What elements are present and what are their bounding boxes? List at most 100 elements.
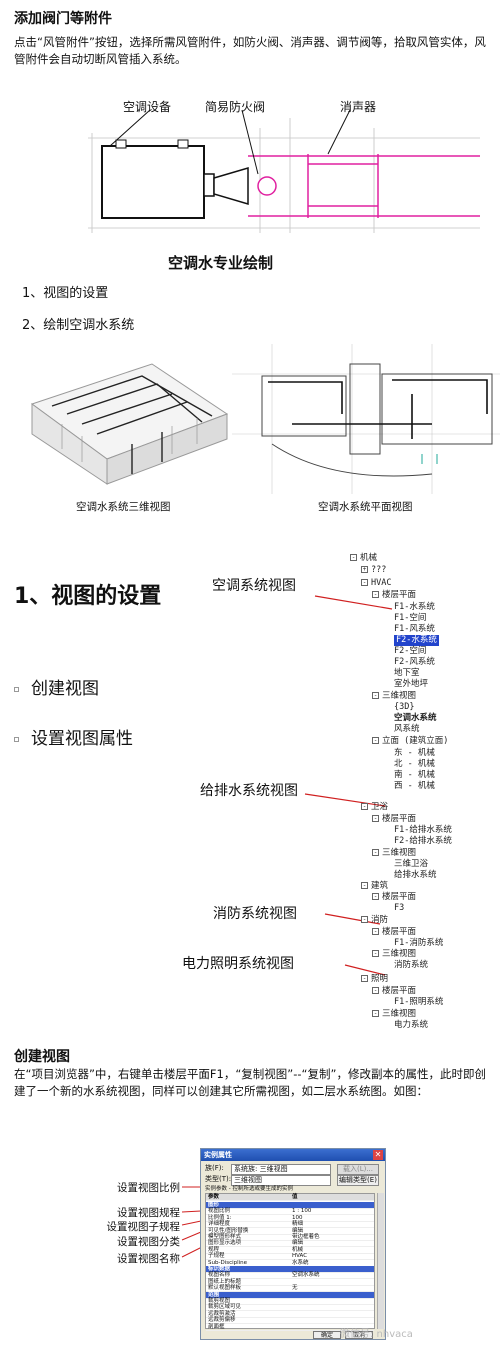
param-value[interactable]: 无 (292, 1285, 298, 1292)
grid-row[interactable]: 比例值 1:100 (206, 1215, 374, 1222)
collapse-icon[interactable]: - (361, 882, 368, 889)
cancel-button[interactable]: 取消 (345, 1331, 373, 1339)
grid-row[interactable]: 裁剪视图 (206, 1298, 374, 1305)
collapse-icon[interactable]: - (372, 692, 379, 699)
grid-row[interactable]: 图形显示选项编辑 (206, 1240, 374, 1248)
collapse-icon[interactable]: - (350, 554, 357, 561)
tree-node[interactable]: -楼层平面 (372, 814, 416, 825)
grid-row[interactable]: 图纸上的标题 (206, 1279, 374, 1286)
tree-node[interactable]: 东 - 机械 (394, 748, 435, 759)
tree-node[interactable]: F2-空间 (394, 646, 426, 657)
tree-node[interactable]: F2-水系统 (394, 635, 439, 646)
tree-node[interactable]: F1-消防系统 (394, 938, 443, 949)
tree-node[interactable]: -三维视图 (372, 691, 416, 702)
tree-node[interactable]: 风系统 (394, 724, 420, 735)
collapse-icon[interactable]: - (372, 950, 379, 957)
tree-node[interactable]: 空调水系统 (394, 713, 437, 724)
tree-node[interactable]: -立面 (建筑立面) (372, 736, 448, 747)
collapse-icon[interactable]: - (361, 975, 368, 982)
tree-node[interactable]: -照明 (361, 974, 388, 985)
param-value[interactable]: 水系统 (292, 1259, 309, 1266)
family-select[interactable]: 系统族: 三维视图 (231, 1164, 331, 1175)
collapse-icon[interactable]: - (372, 591, 379, 598)
grid-row[interactable]: 剖面框 (206, 1324, 374, 1331)
collapse-icon[interactable]: - (372, 893, 379, 900)
param-value[interactable]: 100 (292, 1214, 303, 1221)
expand-icon[interactable]: + (361, 566, 368, 573)
tree-node[interactable]: -HVAC (361, 578, 391, 589)
tree-node[interactable]: -楼层平面 (372, 892, 416, 903)
grid-row[interactable]: 裁剪区域可见 (206, 1304, 374, 1312)
tree-node[interactable]: F2-给排水系统 (394, 836, 452, 847)
tree-node[interactable]: F1-空间 (394, 613, 426, 624)
param-value[interactable]: 1 : 100 (292, 1208, 312, 1215)
tree-node[interactable]: 南 - 机械 (394, 770, 435, 781)
param-name: 规程 (208, 1246, 220, 1253)
param-value[interactable]: 空调水系统 (292, 1272, 320, 1279)
tree-node-label: 照明 (371, 974, 389, 984)
grid-scrollbar[interactable] (377, 1193, 384, 1329)
grid-row[interactable]: 视图名称空调水系统 (206, 1272, 374, 1280)
tree-node[interactable]: -楼层平面 (372, 927, 416, 938)
param-value[interactable]: 编辑 (292, 1227, 304, 1234)
tree-node[interactable]: -建筑 (361, 881, 388, 892)
tree-node[interactable]: F2-风系统 (394, 657, 435, 668)
tree-node[interactable]: F1-给排水系统 (394, 825, 452, 836)
tree-node[interactable]: -三维视图 (372, 848, 416, 859)
grid-row[interactable]: 可见性/图形替换编辑 (206, 1228, 374, 1235)
collapse-icon[interactable]: - (361, 916, 368, 923)
tree-node[interactable]: F1-水系统 (394, 602, 435, 613)
collapse-icon[interactable]: - (361, 803, 368, 810)
load-button[interactable]: 载入(L)... (337, 1164, 379, 1175)
collapse-icon[interactable]: - (372, 737, 379, 744)
tree-node[interactable]: F1-照明系统 (394, 997, 443, 1008)
edit-type-button[interactable]: 编辑类型(E) (337, 1175, 379, 1186)
param-value[interactable]: 机械 (292, 1246, 304, 1253)
tree-node[interactable]: -卫浴 (361, 802, 388, 813)
tree-node-label: ??? (371, 565, 387, 575)
tree-node[interactable]: +??? (361, 565, 386, 576)
collapse-icon[interactable]: - (372, 849, 379, 856)
tree-node[interactable]: 北 - 机械 (394, 759, 435, 770)
param-value[interactable]: HVAC (292, 1253, 308, 1260)
tree-node[interactable]: 西 - 机械 (394, 781, 435, 792)
annot-fire-view: 消防系统视图 (213, 906, 297, 922)
tree-node[interactable]: -三维视图 (372, 949, 416, 960)
tree-node[interactable]: F1-风系统 (394, 624, 435, 635)
tree-node[interactable]: -三维视图 (372, 1009, 416, 1020)
tree-node[interactable]: 地下室 (394, 668, 420, 679)
type-select[interactable]: 三维视图 (231, 1175, 331, 1186)
collapse-icon[interactable]: - (372, 987, 379, 994)
tree-node[interactable]: F3 (394, 903, 404, 914)
grid-row[interactable]: 详细程度精细 (206, 1221, 374, 1229)
tree-node[interactable]: 电力系统 (394, 1020, 428, 1031)
tree-node[interactable]: 给排水系统 (394, 870, 437, 881)
tree-node[interactable]: -消防 (361, 915, 388, 926)
grid-row[interactable]: 远裁剪偏移 (206, 1317, 374, 1325)
annot-ac-view: 空调系统视图 (212, 578, 296, 594)
collapse-icon[interactable]: - (372, 815, 379, 822)
tree-node[interactable]: {3D} (394, 702, 414, 713)
tree-node[interactable]: 三维卫浴 (394, 859, 428, 870)
close-icon[interactable]: ✕ (373, 1150, 383, 1160)
param-value[interactable]: 带边框着色 (292, 1234, 320, 1240)
param-value[interactable]: 精细 (292, 1221, 304, 1228)
tree-node[interactable]: -楼层平面 (372, 986, 416, 997)
tree-node[interactable]: 室外地坪 (394, 679, 428, 690)
tree-node[interactable]: -机械 (350, 553, 377, 564)
tree-node[interactable]: 消防系统 (394, 960, 428, 971)
collapse-icon[interactable]: - (372, 1010, 379, 1017)
dialog-title: 实例属性 (201, 1149, 385, 1161)
param-value[interactable]: 编辑 (292, 1240, 304, 1247)
param-name: 裁剪视图 (208, 1298, 231, 1304)
grid-row[interactable]: 规程 机械 (206, 1247, 374, 1254)
collapse-icon[interactable]: - (372, 928, 379, 935)
grid-row[interactable]: 模型图形样式带边框着色 (206, 1234, 374, 1241)
collapse-icon[interactable]: - (361, 579, 368, 586)
grid-row[interactable]: 远裁剪激活 (206, 1311, 374, 1318)
tree-node-label: 三维视图 (382, 691, 417, 701)
tree-node[interactable]: -楼层平面 (372, 590, 416, 601)
ok-button[interactable]: 确定 (313, 1331, 341, 1339)
